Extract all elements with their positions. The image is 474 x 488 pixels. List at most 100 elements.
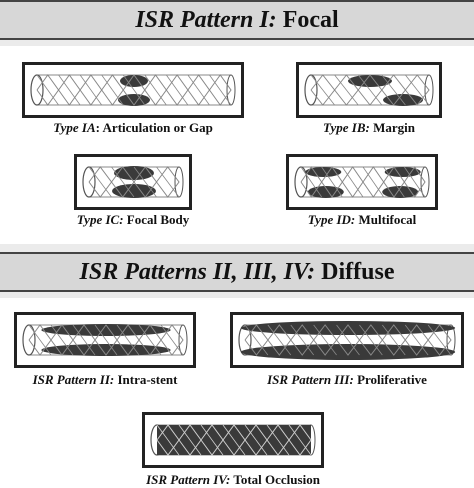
section-header-diffuse: ISR Patterns II, III, IV: Diffuse (0, 252, 474, 292)
stent-diagram-ib (304, 74, 434, 106)
stent-diagram-ia (30, 74, 236, 106)
stent-strut (28, 324, 41, 341)
stent-strut (211, 439, 224, 456)
stent-strut (324, 339, 337, 356)
stent-strut (72, 324, 85, 341)
stent-strut (300, 166, 312, 183)
stent-strut (290, 324, 315, 356)
stent-strut (370, 339, 383, 356)
stent-strut (122, 181, 135, 198)
caption-ic: Type IC: Focal Body (76, 212, 190, 227)
stent-strut (156, 424, 169, 441)
stent-strut (357, 74, 371, 91)
stent-strut (160, 324, 173, 341)
section-title-rest: Focal (276, 7, 339, 33)
section-title-rest: Diffuse (315, 259, 395, 285)
lesion-shape (41, 344, 171, 356)
stent-diagram-ii (22, 324, 188, 356)
caption-pattern-iv: ISR Pattern IV: Total Occlusion (146, 472, 320, 487)
stent-strut (310, 74, 324, 91)
stent-strut (116, 324, 129, 341)
stent-strut (166, 74, 178, 91)
lesion-shape (240, 321, 456, 335)
stent-strut (313, 324, 326, 341)
stent-strut (122, 74, 146, 106)
stent-strut (198, 89, 210, 106)
stent-strut (200, 424, 213, 441)
stent-strut (219, 89, 232, 106)
lesion-shape (348, 75, 392, 87)
stent-strut (369, 89, 383, 106)
stent-strut (403, 166, 426, 198)
stent-panel-iv (142, 412, 324, 468)
stent-strut (439, 339, 452, 356)
caption-pattern-iii: ISR Pattern III: Proliferative (267, 372, 427, 387)
header-shadow (0, 40, 474, 46)
stent-strut (322, 89, 335, 106)
caption-id: Type ID: Multifocal (307, 212, 417, 227)
stent-strut (255, 439, 268, 456)
stent-strut (381, 74, 394, 91)
stent-panel-iii (230, 312, 464, 368)
stent-strut (416, 339, 429, 356)
stent-strut (167, 439, 180, 456)
stent-panel-ia (22, 62, 244, 118)
stent-strut (160, 324, 184, 356)
stent-strut (187, 74, 199, 91)
stent-strut (144, 181, 157, 198)
stent-strut (267, 324, 280, 341)
stent-strut (404, 166, 415, 183)
stent-strut (176, 89, 189, 106)
stent-strut (47, 89, 59, 106)
stent-strut (50, 324, 63, 341)
stent-strut (127, 339, 140, 356)
stent-strut (267, 324, 292, 356)
lesion-shape (305, 167, 342, 177)
stent-strut (301, 339, 314, 356)
stent-strut (359, 324, 372, 341)
stent-diagram-id (294, 166, 430, 198)
lesion-shape (383, 94, 424, 106)
stent-strut (58, 74, 70, 91)
stent-strut (167, 181, 180, 198)
stent-strut (279, 339, 292, 356)
stent-strut (156, 166, 180, 198)
stent-strut (334, 74, 347, 91)
stent-diagram-iii (238, 321, 456, 360)
stent-strut (393, 89, 406, 106)
section-header-focal: ISR Pattern I: Focal (0, 0, 474, 40)
stent-strut (347, 339, 360, 356)
stent-strut (133, 89, 146, 106)
stent-strut (414, 181, 426, 198)
stent-strut (155, 89, 167, 106)
stent-panel-ic (74, 154, 192, 210)
stent-strut (373, 181, 384, 198)
stent-strut (111, 166, 124, 183)
stent-strut (105, 339, 118, 356)
stent-strut (382, 324, 395, 341)
lesion-shape (118, 94, 150, 106)
stent-strut (171, 339, 184, 356)
lesion-shape (384, 167, 421, 177)
stent-strut (290, 324, 303, 341)
section-title-italic: ISR Patterns II, III, IV: (79, 259, 316, 285)
stent-strut (405, 74, 430, 106)
stent-strut (331, 181, 343, 198)
lesion-shape (112, 184, 156, 198)
stent-strut (233, 439, 246, 456)
stent-strut (336, 324, 349, 341)
stent-strut (189, 439, 202, 456)
stent-strut (79, 74, 92, 91)
stent-strut (383, 166, 395, 183)
stent-strut (122, 74, 135, 91)
stent-strut (244, 424, 257, 441)
lesion-shape (240, 344, 456, 360)
stent-panel-ii (14, 312, 196, 368)
stent-strut (94, 324, 107, 341)
stent-strut (300, 166, 323, 198)
stent-strut (61, 339, 74, 356)
stent-strut (404, 324, 417, 341)
stent-strut (342, 166, 353, 183)
stent-strut (209, 74, 232, 106)
stent-strut (133, 166, 146, 183)
